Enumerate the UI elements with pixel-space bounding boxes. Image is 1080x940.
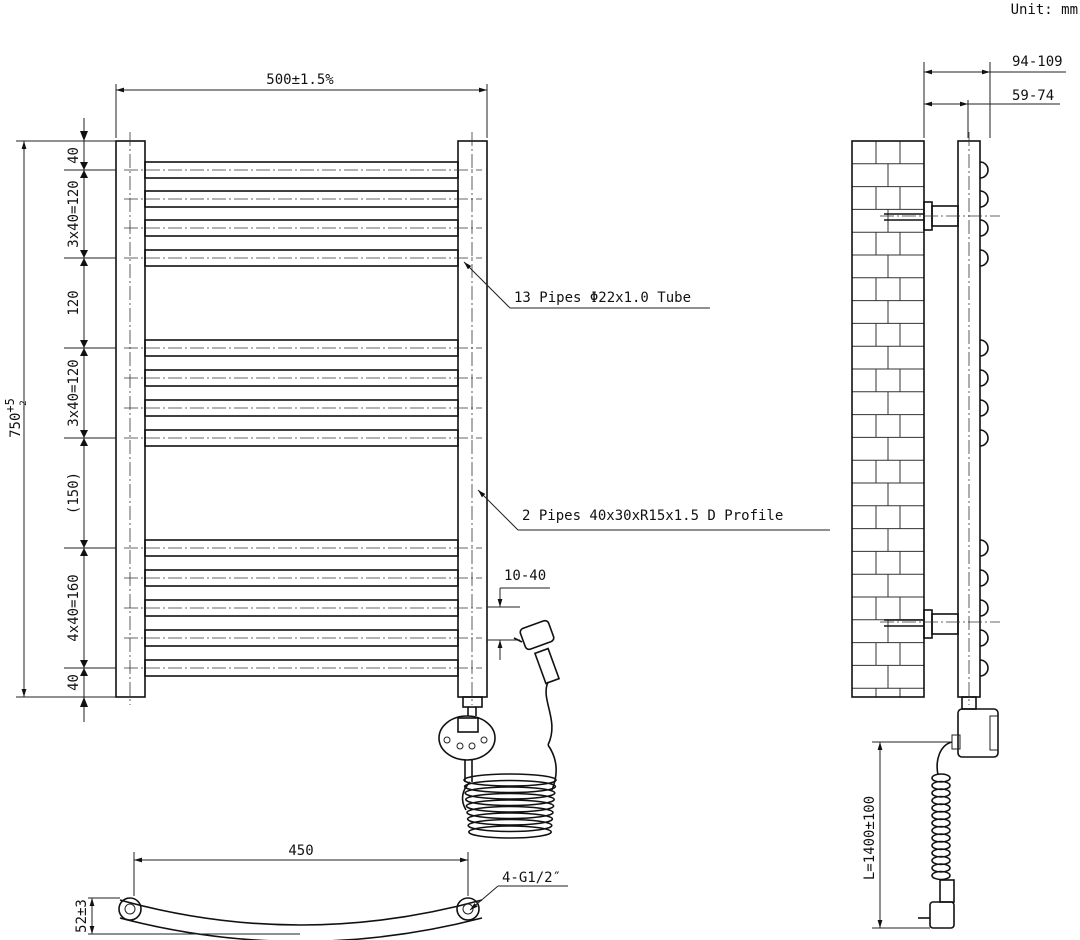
segment-label-1: 40 [66,147,82,164]
segment-arrow [80,250,88,258]
segment-label-7: 40 [66,674,82,691]
tube-ends [979,161,989,677]
power-plug [513,619,561,685]
left-profile [115,140,146,698]
height-label: 750+5-2 [3,398,29,438]
segment-arrow [80,697,88,707]
tube-12 [124,629,482,647]
tube-2 [124,190,482,208]
cable-length-label: L=1400±100 [862,796,878,880]
height-tolerance-lower: -2 [19,400,29,411]
height-main: 750 [8,413,24,438]
segment-arrow [80,340,88,348]
tube-6 [124,369,482,387]
wall-bracket-bottom [880,609,1000,639]
brick-wall [852,141,924,698]
tube-11 [124,599,482,617]
tube-1 [124,161,482,179]
tube-9 [124,539,482,557]
right-profile [457,140,488,698]
heating-controller [438,707,496,782]
depth-outer-label: 94-109 [1012,54,1063,70]
segment-arrow [80,348,88,356]
tube-4 [124,249,482,267]
segment-arrow [80,660,88,668]
segment-arrow [80,131,88,141]
side-coiled-cable [931,773,951,881]
offset-label: 10-40 [504,568,546,584]
horizontal-tubes [124,161,482,677]
segment-arrow [80,668,88,676]
tube-7 [124,399,482,417]
segment-label-5: (150) [66,472,82,514]
tube-5 [124,339,482,357]
segment-label-6: 4x40=160 [66,574,82,641]
thread-label: 4-G1/2″ [502,870,561,886]
width-label: 500±1.5% [266,72,334,88]
tube-10 [124,569,482,587]
segment-arrow [80,170,88,178]
unit-label: Unit: mm [1011,2,1078,18]
bottom-view: 450 52±3 4-G1/2″ [74,843,568,940]
coiled-cable [461,744,557,839]
side-heating-controller [951,696,999,758]
side-view: 94-109 59-74 [851,54,1066,929]
wall-bracket-top [880,201,1000,231]
segment-arrow [80,540,88,548]
pipes-callout: 13 Pipes Φ22x1.0 Tube [514,290,691,306]
tube-13 [124,659,482,677]
bottom-width-label: 450 [288,843,313,859]
segment-dimensions: 40 3x40=120 120 3x40=120 (150) 4x40=160 40 [64,131,116,707]
segment-label-2: 3x40=120 [66,180,82,247]
tube-3 [124,219,482,237]
height-tolerance-upper: +5 [3,398,17,412]
tube-8 [124,429,482,447]
segment-arrow [80,430,88,438]
segment-arrow [80,438,88,446]
segment-label-3: 120 [66,290,82,315]
segment-arrow [80,258,88,266]
segment-arrow [80,548,88,556]
profile-callout: 2 Pipes 40x30xR15x1.5 D Profile [522,508,783,524]
depth-inner-label: 59-74 [1012,88,1054,104]
side-power-plug [918,879,955,929]
segment-label-4: 3x40=120 [66,359,82,426]
bottom-height-label: 52±3 [74,899,90,933]
front-view: 500±1.5% 750+5-2 40 3x40=120 120 3x40=120 (1… [3,72,830,839]
segment-arrow [80,162,88,170]
